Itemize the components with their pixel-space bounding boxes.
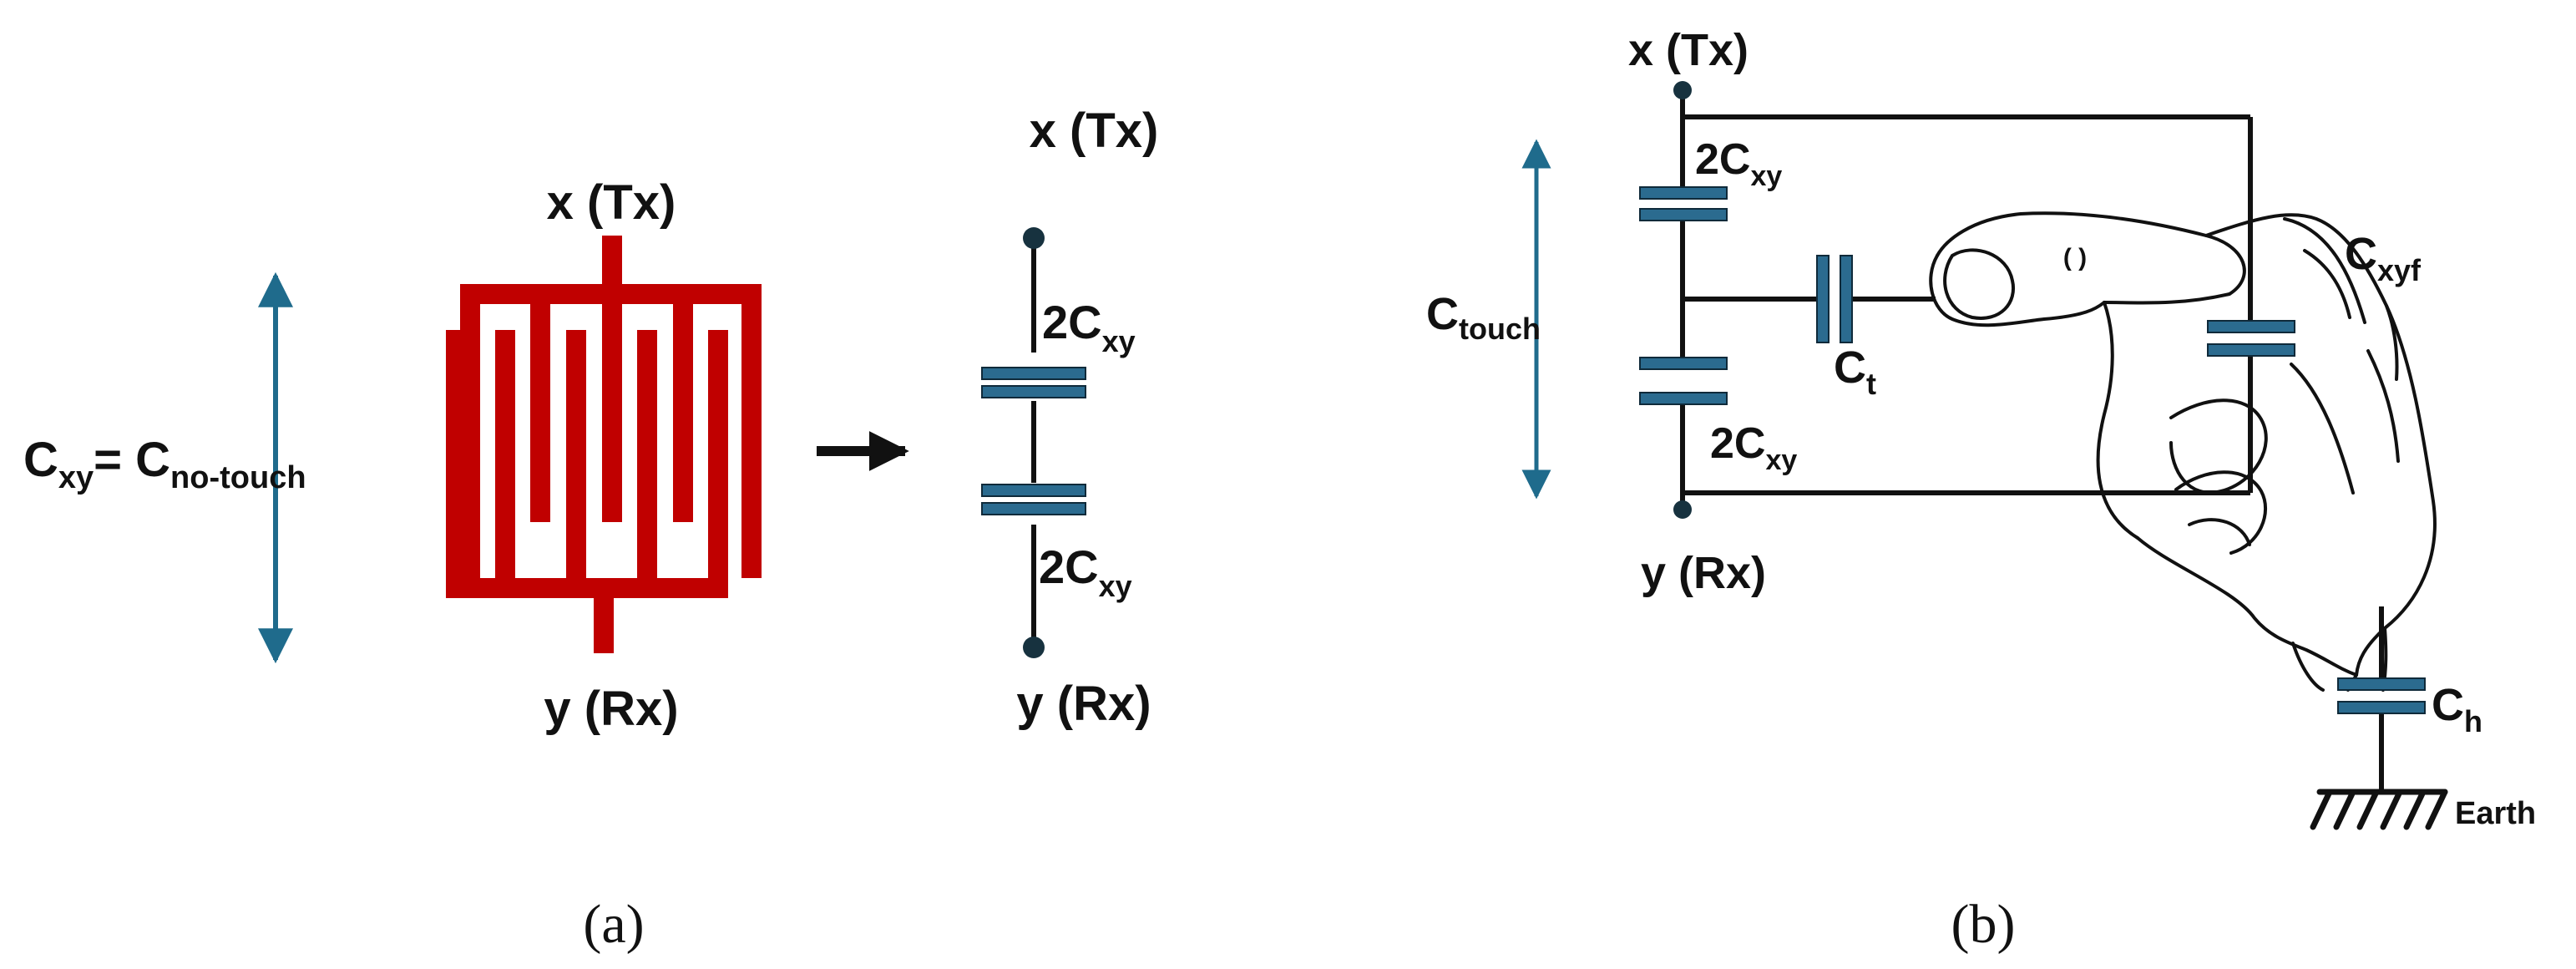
cap-bottom-label-b: 2Cxy: [1710, 419, 1797, 476]
tx-node-b: [1673, 81, 1692, 99]
capacitor-bottom-b: [1639, 357, 1728, 405]
rx-node: [1023, 637, 1045, 658]
equivalent-circuit-a: [981, 227, 1086, 658]
panel-a: Cxy= Cno-touch x (Tx) y (Rx): [23, 104, 1158, 955]
circuit-rx-label: y (Rx): [1016, 677, 1151, 731]
electrode-tx-label: x (Tx): [547, 175, 676, 230]
finger-hand-outline: [1929, 211, 2437, 692]
rx-node-b: [1673, 500, 1692, 519]
ch-label: Ch: [2432, 680, 2482, 738]
earth-ground-icon: [2310, 789, 2448, 830]
cap-bottom-label-a: 2Cxy: [1039, 540, 1132, 603]
electrode-rx-label: y (Rx): [544, 682, 678, 736]
circuit-tx-label: x (Tx): [1030, 104, 1159, 158]
cap-top-label-b: 2Cxy: [1695, 135, 1782, 192]
ctouch-label: Ctouch: [1426, 289, 1541, 346]
cap-top-label-a: 2Cxy: [1042, 296, 1136, 358]
tx-node: [1023, 227, 1045, 249]
earth-label: Earth: [2455, 796, 2536, 831]
capacitor-top-a: [981, 367, 1086, 398]
interdigitated-electrode: [446, 236, 762, 653]
caption-a: (a): [583, 894, 644, 955]
capacitor-ct: [1816, 255, 1853, 343]
capacitor-bottom-a: [981, 484, 1086, 515]
cxyf-label: Cxyf: [2345, 229, 2422, 287]
tx-label-b: x (Tx): [1628, 25, 1749, 75]
cxy-label: Cxy= Cno-touch: [23, 433, 306, 495]
fingernail-mark: ( ): [2063, 244, 2087, 271]
rx-label-b: y (Rx): [1641, 548, 1766, 598]
capacitor-cxyf: [2207, 320, 2295, 357]
circuit-wires-b: [1680, 89, 2384, 790]
panel-b: x (Tx) y (Rx) 2Cxy 2Cxy Ctouch Ct Cxyf C…: [1426, 25, 2536, 955]
caption-b: (b): [1951, 894, 2016, 955]
ct-label: Ct: [1834, 342, 1876, 401]
capacitor-top-b: [1639, 186, 1728, 221]
capacitor-ch: [2337, 677, 2426, 714]
